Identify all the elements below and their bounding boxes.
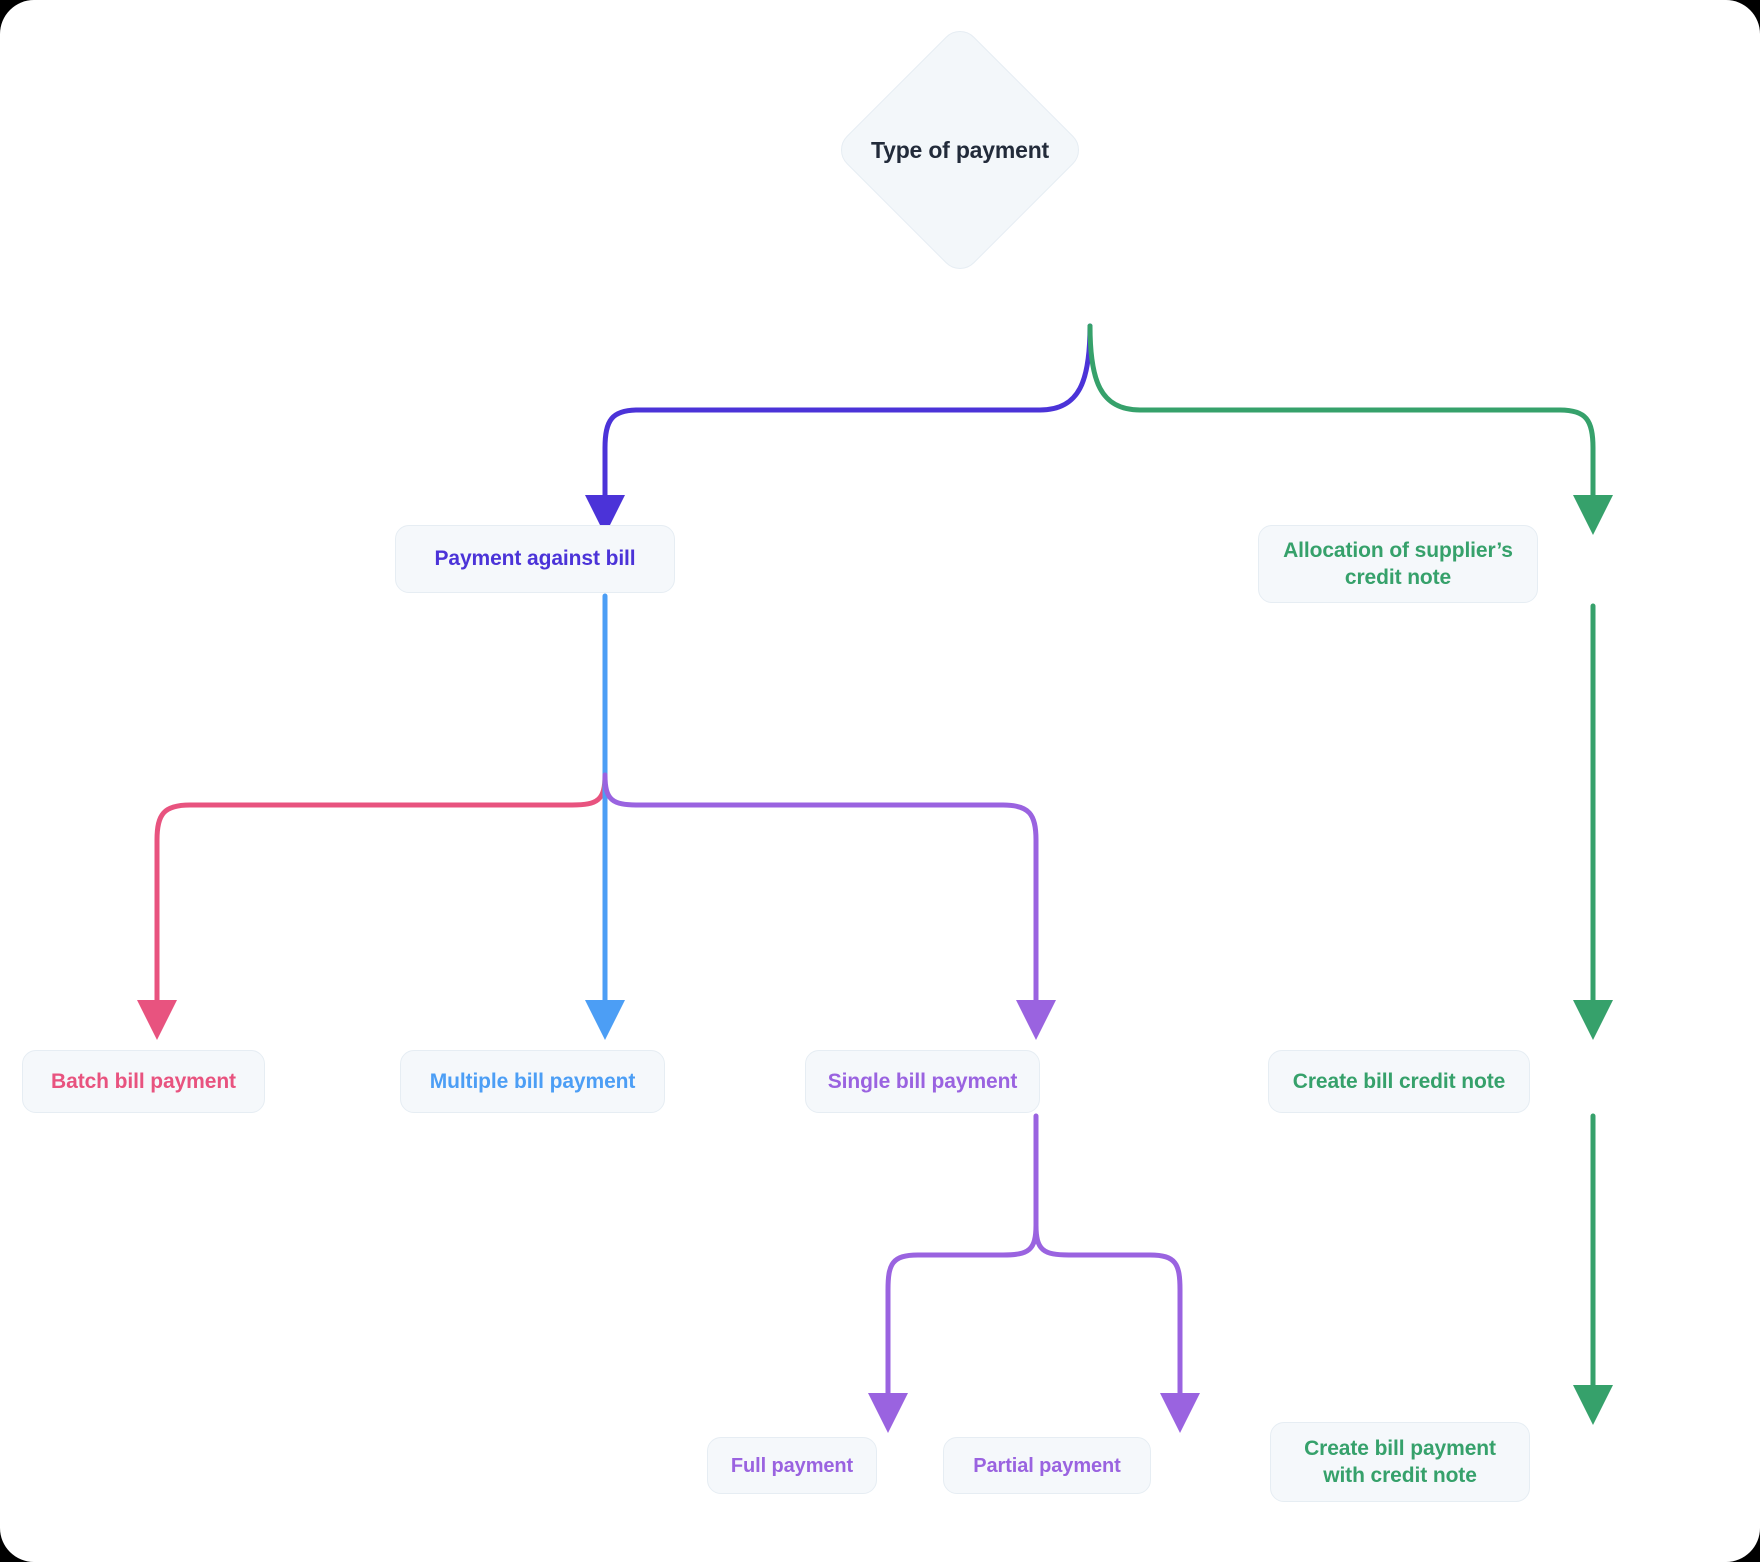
node-label-create-bill-credit-note: Create bill credit note [1292,1069,1506,1093]
node-partial-payment[interactable]: Partial payment [943,1437,1151,1494]
node-type-of-payment[interactable]: Type of payment [832,22,1088,278]
node-batch-bill-payment[interactable]: Batch bill payment [22,1050,265,1113]
edge-payment-against-bill-to-single [602,772,1056,1040]
node-payment-against-bill[interactable]: Payment against bill [395,525,675,593]
edge-decision-to-payment-against-bill [585,323,1093,535]
node-allocation-of-suppliers-credit-note[interactable]: Allocation of supplier’s credit note [1258,525,1538,603]
node-label-single-bill-payment: Single bill payment [827,1069,1018,1093]
node-create-bill-credit-note[interactable]: Create bill credit note [1268,1050,1530,1113]
node-single-bill-payment[interactable]: Single bill payment [805,1050,1040,1113]
edge-single-to-full-payment [868,1222,1039,1433]
node-label-multiple-bill-payment: Multiple bill payment [429,1069,636,1093]
node-label-allocation-of-suppliers-credit-note: Allocation of supplier’s credit note [1283,538,1513,589]
node-label-create-bill-payment-with-credit-note: Create bill payment with credit note [1304,1436,1496,1487]
node-create-bill-payment-with-credit-note[interactable]: Create bill payment with credit note [1270,1422,1530,1502]
edge-single-to-partial-payment [1033,1222,1200,1433]
node-label-type-of-payment: Type of payment [870,136,1050,163]
node-label-partial-payment: Partial payment [973,1454,1121,1477]
edge-payment-against-bill-to-batch [137,772,608,1040]
node-full-payment[interactable]: Full payment [707,1437,877,1494]
edge-decision-to-allocation-credit-note [1087,323,1613,535]
node-label-full-payment: Full payment [730,1454,854,1477]
node-label-payment-against-bill: Payment against bill [434,547,636,571]
node-multiple-bill-payment[interactable]: Multiple bill payment [400,1050,665,1113]
node-label-batch-bill-payment: Batch bill payment [51,1069,236,1093]
